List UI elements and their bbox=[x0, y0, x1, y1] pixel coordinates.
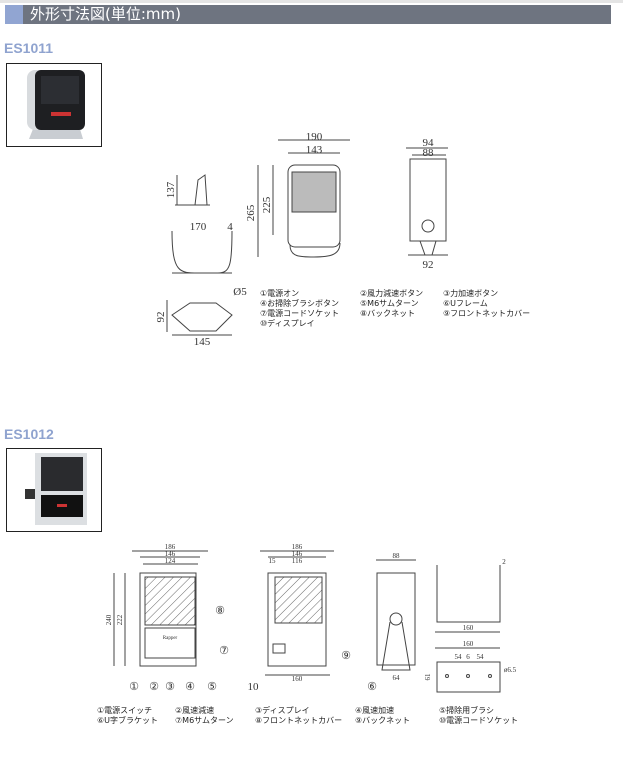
callout-1: ① bbox=[129, 681, 139, 693]
legend-item: ⑩電源コードソケット bbox=[439, 716, 519, 725]
callout-2: ② bbox=[149, 681, 159, 693]
legend-item: ③ディスプレイ bbox=[255, 706, 310, 715]
dim-265: 265 bbox=[245, 204, 257, 221]
dim-240: 240 bbox=[105, 614, 113, 625]
dim-222: 222 bbox=[116, 614, 124, 625]
dim-54: 54 bbox=[455, 653, 463, 661]
legend-item: ⑥U字ブラケット bbox=[97, 716, 159, 725]
legend-item: ⑦電源コードソケット bbox=[260, 309, 340, 318]
callout-10: 10 bbox=[248, 681, 260, 693]
legend-item: ⑨フロントネットカバー bbox=[443, 309, 531, 318]
legend-item: ⑧バックネット bbox=[360, 309, 416, 318]
product-photo-es1011 bbox=[6, 63, 102, 147]
dim-92: 92 bbox=[423, 259, 434, 271]
dim-phi5: Ø5 bbox=[233, 286, 247, 298]
dim-6: 6 bbox=[466, 653, 470, 661]
dim-186: 186 bbox=[292, 543, 303, 551]
legend-item: ②風速減速 bbox=[175, 706, 215, 715]
dim-phi6-5: ø6.5 bbox=[504, 666, 517, 674]
ionizer-image bbox=[25, 453, 87, 525]
dim-61: 61 bbox=[424, 673, 432, 681]
legend-item: ⑤掃除用ブラシ bbox=[439, 706, 495, 715]
legend-item: ①電源スイッチ bbox=[97, 706, 153, 715]
dim-160: 160 bbox=[292, 675, 303, 683]
dim-160: 160 bbox=[463, 624, 474, 632]
callout-5: ⑤ bbox=[207, 681, 217, 693]
dim-124: 124 bbox=[165, 557, 176, 565]
dim-146: 146 bbox=[292, 550, 303, 558]
dim-94: 94 bbox=[423, 137, 435, 149]
legend-item: ⑥Uフレーム bbox=[443, 299, 488, 308]
dim-54: 54 bbox=[477, 653, 485, 661]
legend-item: ⑦M6サムターン bbox=[175, 716, 234, 725]
header-accent bbox=[5, 5, 23, 24]
dim-137: 137 bbox=[165, 181, 177, 198]
dim-64: 64 bbox=[393, 674, 401, 682]
dim-160: 160 bbox=[463, 640, 474, 648]
legend-item: ⑧フロントネットカバー bbox=[255, 716, 343, 725]
dim-190: 190 bbox=[306, 131, 323, 143]
dimension-drawing-es1011: 190 143 265 225 137 170 4 94 88 92 92 14… bbox=[155, 131, 448, 348]
dim-4: 4 bbox=[227, 221, 233, 233]
dim-146: 146 bbox=[165, 550, 176, 558]
section-title: 外形寸法図(単位:mm) bbox=[30, 5, 181, 23]
legend-item: ①電源オン bbox=[260, 289, 300, 298]
product-photo-es1012 bbox=[6, 448, 102, 532]
dim-143: 143 bbox=[306, 144, 323, 156]
callout-4: ④ bbox=[185, 681, 195, 693]
legend-item: ②風力減速ボタン bbox=[360, 289, 424, 298]
legend-item: ③力加速ボタン bbox=[443, 289, 499, 298]
dim-170: 170 bbox=[190, 221, 207, 233]
dim-88: 88 bbox=[423, 147, 435, 159]
legend-item: ④風速加速 bbox=[355, 706, 395, 715]
callout-8: ⑧ bbox=[215, 605, 225, 617]
ionizer-image bbox=[27, 70, 85, 139]
top-border bbox=[0, 0, 623, 3]
callout-3: ③ bbox=[165, 681, 175, 693]
dim-15: 15 bbox=[269, 557, 277, 565]
dim-225: 225 bbox=[261, 196, 273, 213]
dim-186: 186 bbox=[165, 543, 176, 551]
callout-6: ⑥ bbox=[367, 681, 377, 693]
dim-88: 88 bbox=[393, 552, 401, 560]
dimension-drawing-es1012: 186 146 124 240 222 Rapper 186 146 116 1… bbox=[105, 543, 517, 693]
callout-9: ⑨ bbox=[341, 650, 351, 662]
callout-7: ⑦ bbox=[219, 645, 229, 657]
dim-92-depth: 92 bbox=[155, 312, 167, 323]
legend-item: ④お掃除ブラシボタン bbox=[260, 299, 340, 308]
dim-2: 2 bbox=[502, 558, 506, 566]
brand-label: Rapper bbox=[163, 636, 178, 641]
section-header: 外形寸法図(単位:mm) bbox=[5, 5, 611, 24]
dim-116: 116 bbox=[292, 557, 303, 565]
dim-145: 145 bbox=[194, 336, 211, 348]
legend-item: ⑤M6サムターン bbox=[360, 299, 419, 308]
model-title-es1012: ES1012 bbox=[4, 426, 54, 442]
legend-item: ⑩ディスプレイ bbox=[260, 319, 315, 328]
legend-item: ⑨バックネット bbox=[355, 716, 411, 725]
model-title-es1011: ES1011 bbox=[4, 40, 54, 56]
